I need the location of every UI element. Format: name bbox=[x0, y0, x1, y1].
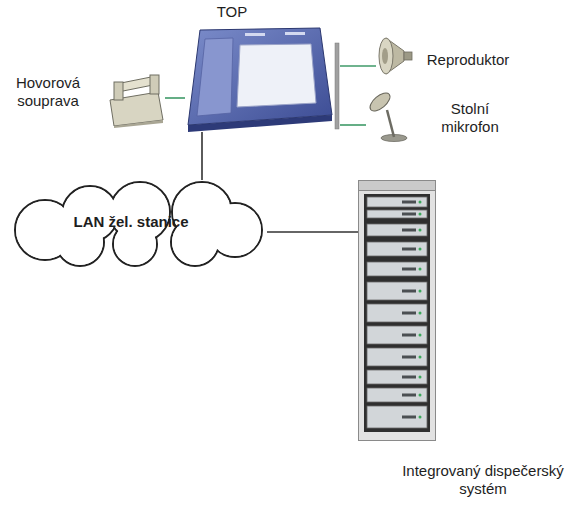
rack-unit-slot bbox=[402, 356, 416, 359]
device-side-panel bbox=[197, 38, 233, 116]
rack-unit-panel bbox=[367, 224, 427, 236]
connector-line bbox=[165, 97, 185, 99]
rack-unit-panel bbox=[367, 370, 427, 384]
telephone-set: Hovorová souprava bbox=[108, 70, 165, 128]
server-rack: Integrovaný dispečerský systém bbox=[358, 180, 436, 442]
telephone-set-shape bbox=[108, 70, 165, 128]
rack-unit bbox=[367, 370, 427, 384]
rack-frame bbox=[359, 181, 436, 441]
terminal-device: TOP bbox=[185, 25, 340, 132]
rack-interior bbox=[364, 194, 430, 432]
rack-unit-slot bbox=[402, 290, 416, 293]
rack-unit-panel bbox=[367, 262, 427, 276]
rack-unit-led bbox=[419, 290, 422, 293]
rack-unit-led bbox=[419, 229, 422, 232]
rack-unit bbox=[367, 242, 427, 256]
rack-unit-slot bbox=[402, 248, 416, 251]
device-screen bbox=[237, 44, 316, 107]
rack-unit bbox=[367, 262, 427, 276]
device-button bbox=[245, 33, 265, 36]
rack-unit-slot bbox=[402, 268, 416, 271]
rack-unit bbox=[367, 304, 427, 322]
rack-unit-slot bbox=[402, 201, 416, 204]
rack-unit-slot bbox=[402, 312, 416, 315]
rack-unit bbox=[367, 282, 427, 300]
speaker-drawing bbox=[379, 38, 412, 74]
desk-microphone-shape bbox=[366, 88, 410, 142]
telephone-set-drawing bbox=[110, 75, 163, 128]
rack-unit-slot bbox=[402, 229, 416, 232]
node-label: Integrovaný dispečerský systém bbox=[398, 462, 568, 498]
rack-unit-led bbox=[419, 268, 422, 271]
rack-unit-led bbox=[419, 312, 422, 315]
rack-cap bbox=[359, 181, 436, 191]
network-cloud: LAN žel. stanice bbox=[5, 180, 267, 268]
mic-head bbox=[367, 90, 393, 115]
mic-stand bbox=[387, 110, 394, 137]
connector-line bbox=[340, 124, 366, 126]
rack-unit bbox=[367, 326, 427, 344]
speaker: Reproduktor bbox=[376, 36, 412, 76]
speaker-front bbox=[379, 38, 393, 74]
connector-line bbox=[201, 132, 203, 180]
rack-unit-led bbox=[419, 376, 422, 379]
device-body bbox=[188, 28, 332, 125]
node-label: LAN žel. stanice bbox=[13, 213, 249, 231]
node-label: Reproduktor bbox=[420, 51, 516, 69]
rack-unit-led bbox=[419, 356, 422, 359]
rack-unit-slot bbox=[402, 334, 416, 337]
rack-unit-led bbox=[419, 334, 422, 337]
speaker-mount bbox=[404, 52, 412, 60]
rack-unit bbox=[367, 406, 427, 428]
rack-unit-panel bbox=[367, 304, 427, 322]
connector-line bbox=[340, 65, 376, 67]
rack-unit bbox=[367, 388, 427, 402]
rack-unit-panel bbox=[367, 210, 427, 218]
rack-unit-panel bbox=[367, 197, 427, 207]
phone-mouthpiece bbox=[150, 75, 159, 94]
rack-unit-panel bbox=[367, 406, 427, 428]
phone-base-edge bbox=[114, 120, 163, 128]
rack-unit-slot bbox=[402, 416, 416, 419]
speaker-shape bbox=[376, 36, 412, 76]
rack-unit-led bbox=[419, 394, 422, 397]
rack-unit-slot bbox=[402, 394, 416, 397]
rack-unit-led bbox=[419, 416, 422, 419]
rack-unit-slot bbox=[402, 213, 416, 216]
desk-microphone-drawing bbox=[367, 90, 407, 142]
rack-unit-led bbox=[419, 213, 422, 216]
rack-unit bbox=[367, 197, 427, 207]
rack-unit-led bbox=[419, 201, 422, 204]
rack-unit-panel bbox=[367, 242, 427, 256]
phone-earpiece bbox=[114, 82, 123, 100]
rack-unit-panel bbox=[367, 348, 427, 366]
connector-line bbox=[267, 231, 358, 233]
rack-unit bbox=[367, 224, 427, 236]
rack-unit bbox=[367, 210, 427, 218]
rack-unit-led bbox=[419, 248, 422, 251]
rack-unit-slot bbox=[402, 376, 416, 379]
device-button bbox=[285, 32, 305, 35]
speaker-center bbox=[382, 48, 388, 64]
server-rack-drawing bbox=[359, 181, 436, 441]
rack-unit-panel bbox=[367, 388, 427, 402]
rack-unit-panel bbox=[367, 282, 427, 300]
connector-bar bbox=[335, 43, 339, 129]
node-label: Stolní mikrofon bbox=[425, 100, 515, 136]
desk-microphone: Stolní mikrofon bbox=[366, 88, 410, 142]
node-label: TOP bbox=[207, 3, 257, 21]
terminal-device-shape bbox=[185, 25, 340, 132]
node-label: Hovorová souprava bbox=[0, 74, 96, 110]
server-rack-shape bbox=[358, 180, 436, 442]
terminal-device-drawing bbox=[188, 28, 339, 132]
rack-unit-panel bbox=[367, 326, 427, 344]
rack-unit bbox=[367, 348, 427, 366]
